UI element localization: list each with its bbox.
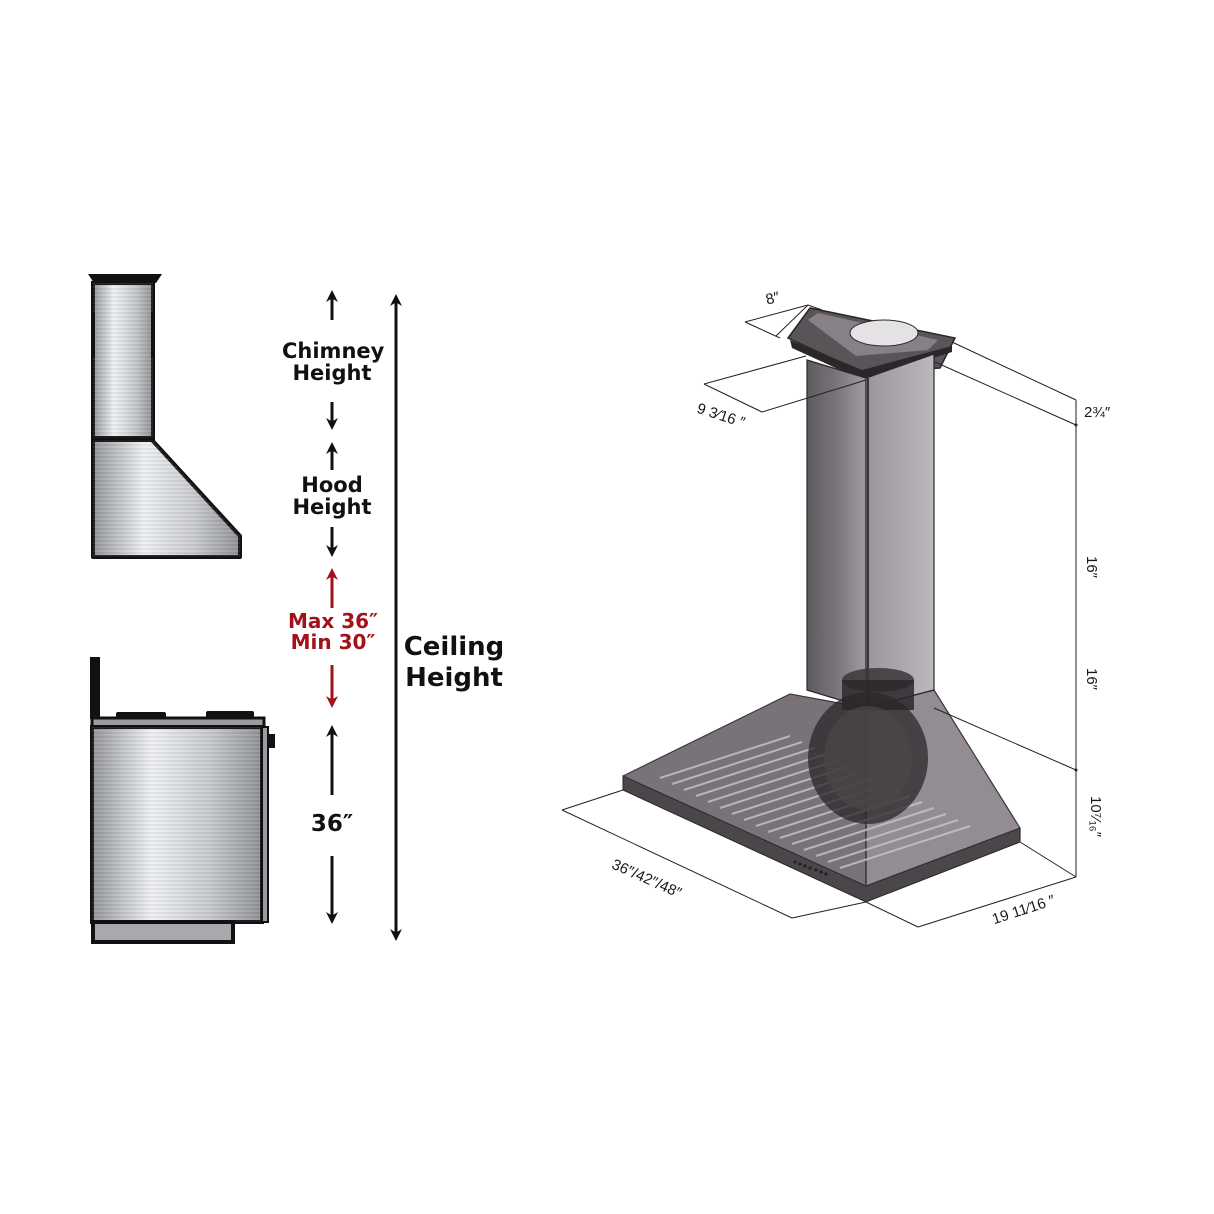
dimension-ticks (1074, 423, 1078, 772)
range-silhouette (90, 657, 275, 944)
ceiling-height-label-line1: Ceiling (403, 632, 505, 662)
ceiling-height-label-line2: Height (405, 663, 503, 694)
hood-height-label: Hood Height (282, 474, 382, 518)
chimney-height-label-line2: Height (292, 361, 372, 386)
hood-height-label-line1: Hood (301, 473, 363, 497)
top-trim-dimension: 2¾″ (1084, 404, 1111, 421)
hood-height-dimension: 10⁷⁄₁₆″ (1087, 796, 1104, 838)
clearance-label: Max 36″ Min 30″ (278, 611, 388, 653)
chimney-upper-dimension: 16″ (1083, 556, 1100, 578)
chimney-height-label-line1: Chimney (282, 339, 385, 363)
clearance-max-label: Max 36″ (287, 609, 379, 633)
hood-3d-render (622, 307, 1021, 903)
hood-silhouette (88, 274, 242, 559)
dimension-lines (561, 304, 1077, 928)
clearance-min-label: Min 30″ (290, 630, 376, 654)
ceiling-height-label: Ceiling Height (401, 632, 507, 694)
counter-height-label: 36″ (310, 811, 354, 837)
chimney-height-label: Chimney Height (282, 339, 385, 386)
chimney-lower-dimension: 16″ (1083, 668, 1100, 690)
hood-height-label-line2: Height (292, 495, 372, 520)
